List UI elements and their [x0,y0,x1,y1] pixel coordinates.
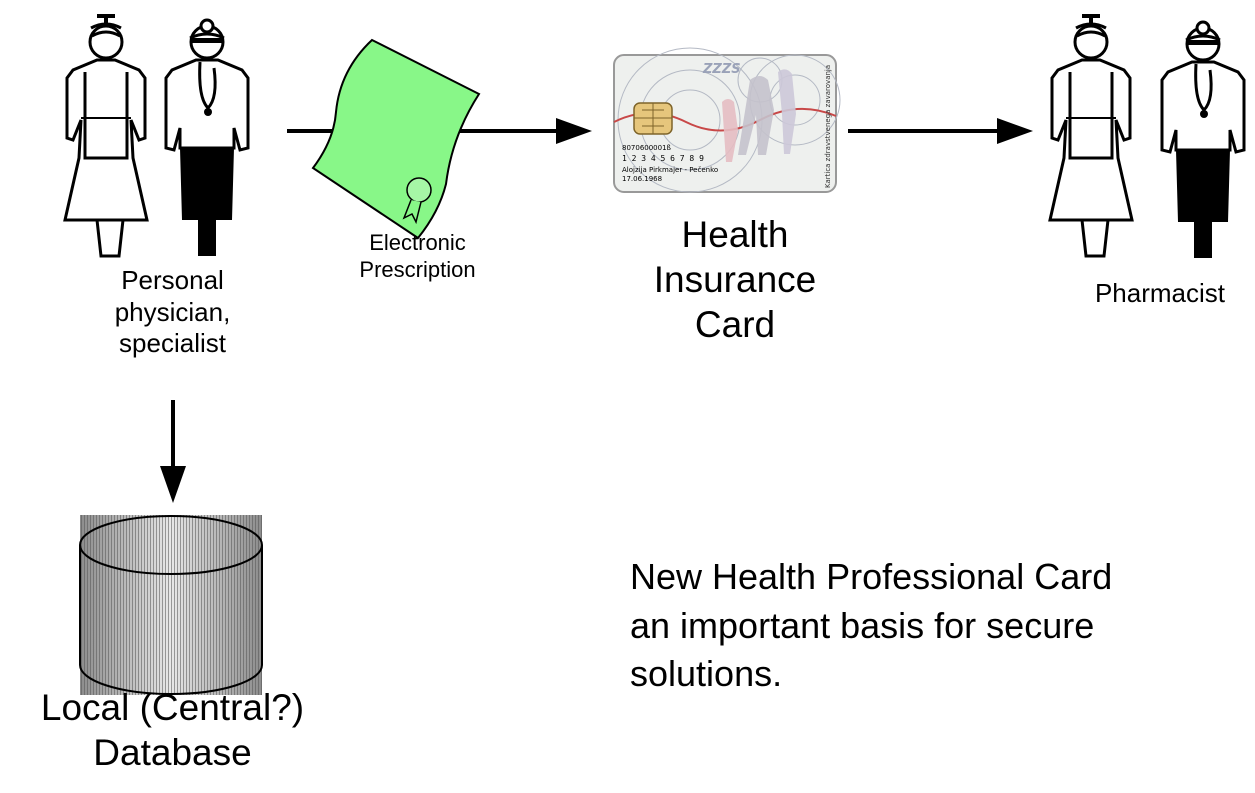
card-side-text: Kartica zdravstvenega zavarovanja [824,65,832,188]
arrow-card-to-pharmacist [848,118,1033,144]
database-label: Local (Central?) Database [0,685,345,775]
nurse-icon [1048,12,1134,258]
card-brand: ZZZS [702,62,741,77]
card-number-2: 1 2 3 4 5 6 7 8 9 [622,154,704,163]
doctor-icon [1160,20,1246,260]
health-card-icon: ZZZS 8070600001ß 1 2 3 4 5 6 7 8 9 Alojz… [613,47,841,193]
doctor-icon [164,18,250,258]
card-holder: Alojzija Pirkmajer - Pečenko [622,166,718,174]
arrow-physician-to-database [160,400,186,503]
physician-label-text: Personal physician, specialist [114,265,231,359]
prescription-document-icon [311,38,481,240]
physician-label: Personal physician, specialist [60,265,285,360]
pharmacist-label-text: Pharmacist [1094,278,1225,308]
card-date: 17.06.1968 [622,175,662,183]
health-professional-card-note: New Health Professional Card an importan… [630,556,1113,695]
prescription-label-text: Electronic Prescription [359,230,476,282]
database-cylinder-icon [79,515,263,695]
card-label-text: Health Insurance Card [653,214,817,346]
physician-group [63,12,250,258]
pharmacist-group [1048,12,1246,260]
nurse-icon [63,12,149,258]
card-number-1: 8070600001ß [622,144,672,152]
card-label: Health Insurance Card [610,212,860,347]
prescription-label: Electronic Prescription [315,230,520,284]
database-label-text: Local (Central?) Database [40,687,305,774]
